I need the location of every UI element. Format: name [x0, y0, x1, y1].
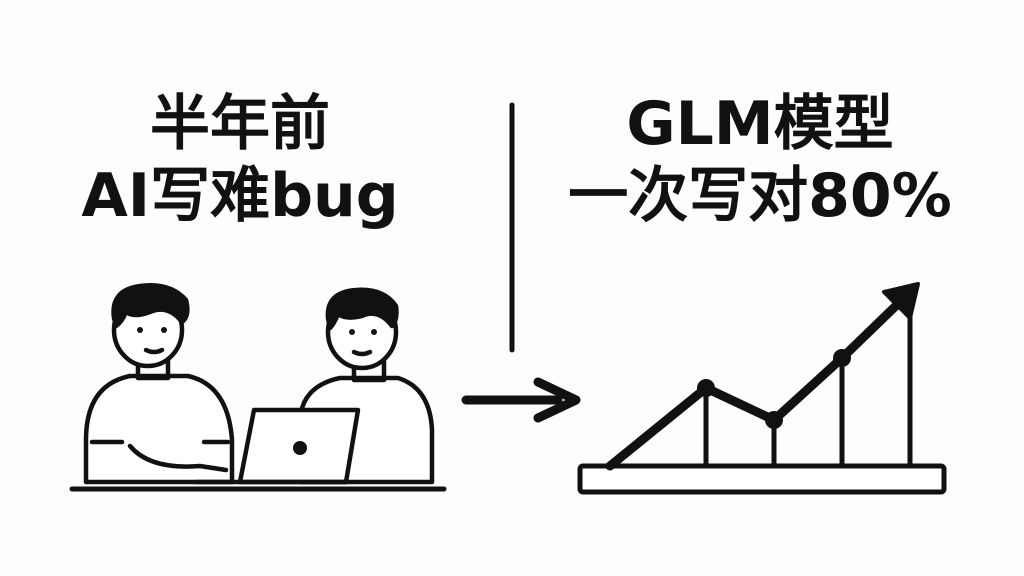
right-arrow-icon [461, 377, 581, 423]
two-people-at-laptop-icon [69, 283, 447, 492]
person-left-icon [83, 283, 235, 485]
person-right-icon [297, 287, 435, 485]
right-caption-line1: GLM模型 [626, 89, 894, 159]
rising-line-chart-icon [577, 282, 947, 495]
left-caption-line2: AI写难bug [81, 161, 399, 231]
right-caption-line2: 一次写对80% [568, 161, 952, 231]
right-caption: GLM模型 一次写对80% [540, 88, 980, 232]
laptop-icon [193, 407, 361, 485]
chart-base [577, 463, 947, 495]
left-caption: 半年前 AI写难bug [40, 88, 440, 232]
left-caption-line1: 半年前 [150, 89, 330, 159]
